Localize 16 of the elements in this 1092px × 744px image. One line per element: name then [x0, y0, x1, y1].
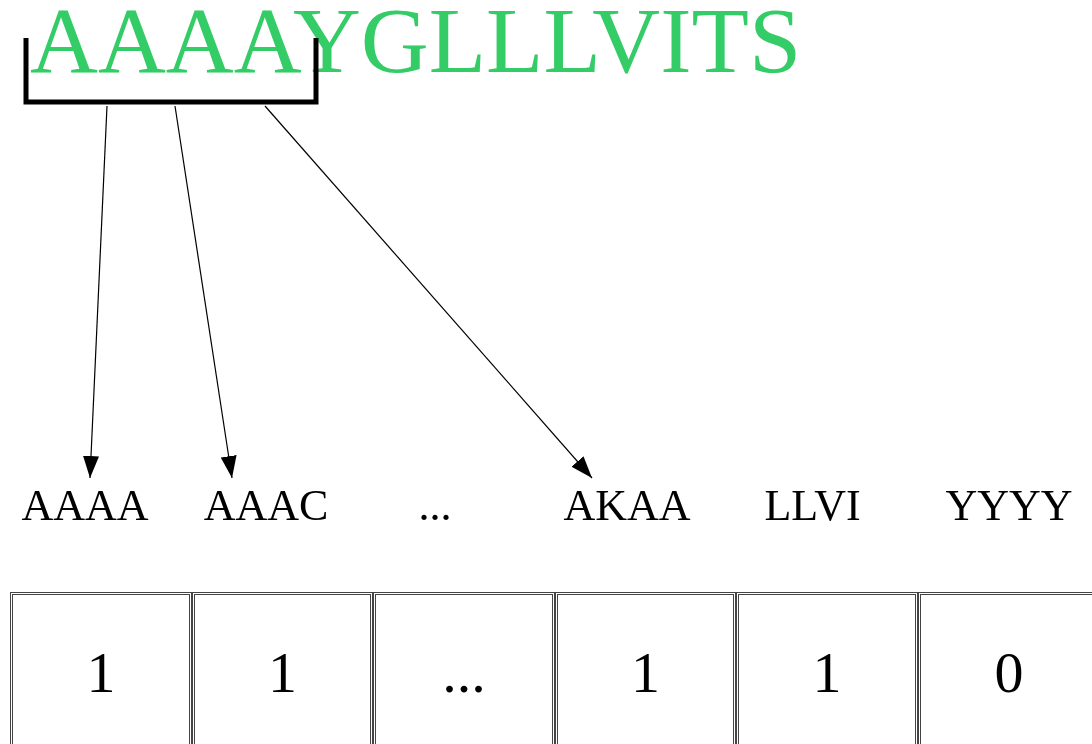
column-header: ...	[395, 478, 475, 534]
value-cell: ...	[373, 592, 555, 744]
column-header: YYYY	[935, 478, 1083, 534]
arrow	[174, 105, 237, 479]
column-header: AAAA	[10, 478, 160, 534]
sequence-text: AAAAYGLLLVITS	[30, 0, 802, 90]
value-cell: 1	[192, 592, 373, 744]
value-cell: 1	[736, 592, 918, 744]
column-header: LLVI	[745, 478, 880, 534]
value-cell: 0	[918, 592, 1092, 744]
arrow	[83, 105, 108, 479]
value-cell: 1	[10, 592, 192, 744]
arrow	[264, 105, 593, 479]
column-header: AKAA	[552, 478, 702, 534]
value-cell: 1	[555, 592, 736, 744]
column-header: AAAC	[192, 478, 340, 534]
